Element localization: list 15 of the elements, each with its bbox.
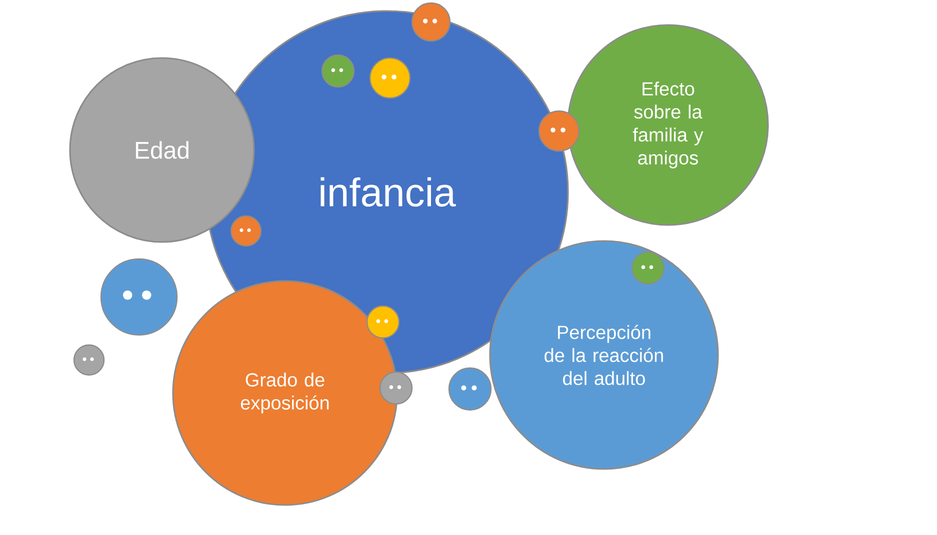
bubble: Edad: [69, 57, 255, 243]
small-bubble: [448, 367, 492, 411]
small-bubble: [230, 215, 262, 247]
small-bubble: [631, 251, 665, 285]
small-bubble: [73, 344, 105, 376]
bubble: Percepción de la reacción del adulto: [489, 240, 719, 470]
small-bubble: [100, 258, 178, 336]
small-bubble: [379, 371, 413, 405]
bubble: Efecto sobre la familia y amigos: [567, 24, 769, 226]
small-bubble: [321, 54, 355, 88]
small-bubble: [538, 110, 580, 152]
small-bubble: [369, 57, 411, 99]
small-bubble: [411, 2, 451, 42]
bubble: Grado de exposición: [172, 280, 398, 506]
small-bubble: [366, 305, 400, 339]
